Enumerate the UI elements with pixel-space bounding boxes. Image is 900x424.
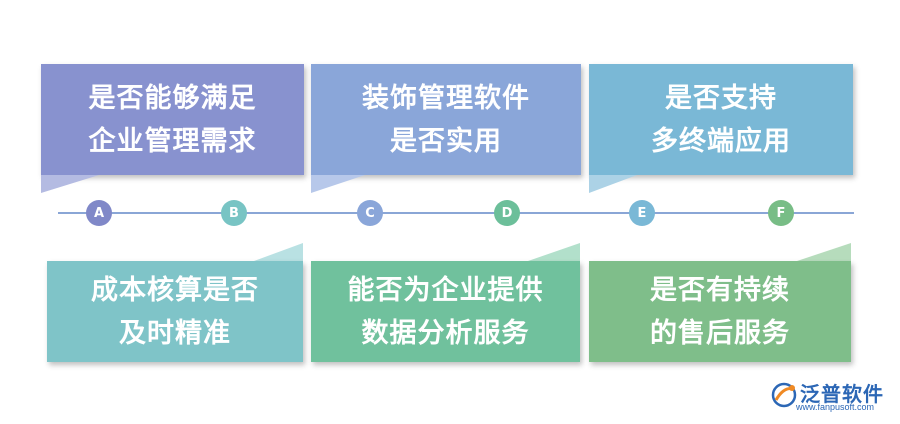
- fanpu-logo-icon: [771, 382, 797, 408]
- marker-e: E: [629, 200, 655, 226]
- top-box-3-tab: [589, 175, 637, 193]
- top-box-1-tab: [41, 175, 99, 193]
- bottom-box-1: 成本核算是否 及时精准: [47, 261, 303, 362]
- top-box-3: 是否支持 多终端应用: [589, 64, 853, 175]
- bottom-box-3-line2: 的售后服务: [650, 317, 790, 349]
- bottom-box-3-tab: [797, 243, 851, 261]
- bottom-box-2-line2: 数据分析服务: [361, 317, 530, 349]
- logo-name: 泛普软件: [800, 382, 884, 406]
- marker-d: D: [494, 200, 520, 226]
- top-box-3-line2: 多终端应用: [651, 125, 791, 157]
- timeline: [58, 212, 854, 214]
- top-box-1: 是否能够满足 企业管理需求: [41, 64, 304, 175]
- marker-b: B: [221, 200, 247, 226]
- top-box-1-line2: 企业管理需求: [88, 125, 257, 157]
- top-box-3-line1: 是否支持: [665, 82, 777, 114]
- top-box-2-line1: 装饰管理软件: [362, 82, 530, 114]
- bottom-box-1-tab: [254, 243, 303, 261]
- logo-url: www.fanpusoft.com: [796, 402, 875, 412]
- bottom-box-2: 能否为企业提供 数据分析服务: [311, 261, 580, 362]
- top-box-2-line2: 是否实用: [390, 125, 502, 157]
- bottom-box-2-tab: [528, 243, 580, 261]
- marker-f: F: [768, 200, 794, 226]
- top-box-1-line1: 是否能够满足: [88, 82, 257, 114]
- bottom-box-2-line1: 能否为企业提供: [347, 274, 544, 306]
- bottom-box-3-line1: 是否有持续: [650, 274, 790, 306]
- marker-a: A: [86, 200, 112, 226]
- bottom-box-1-line2: 及时精准: [119, 317, 231, 349]
- bottom-box-3: 是否有持续 的售后服务: [589, 261, 851, 362]
- bottom-box-1-line1: 成本核算是否: [91, 274, 259, 306]
- top-box-2-tab: [311, 175, 365, 193]
- marker-c: C: [357, 200, 383, 226]
- fanpu-logo: 泛普软件 www.fanpusoft.com: [770, 380, 894, 414]
- top-box-2: 装饰管理软件 是否实用: [311, 64, 581, 175]
